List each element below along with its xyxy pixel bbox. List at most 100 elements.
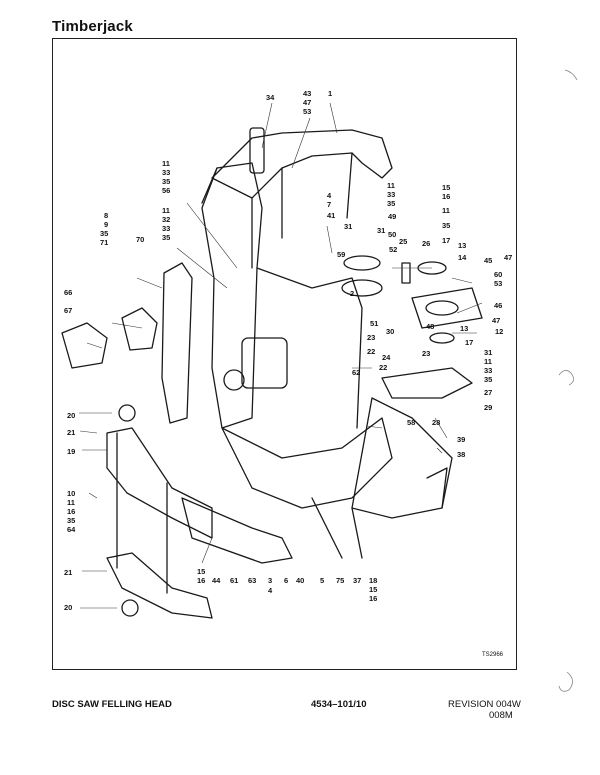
callout-number: 53 <box>494 279 502 288</box>
callout-number: 38 <box>457 450 465 459</box>
callout-number: 16 <box>369 594 377 603</box>
callout-number: 2 <box>350 289 354 298</box>
figure-ref-code: TS2966 <box>482 652 504 658</box>
callout-number: 40 <box>296 576 304 585</box>
callout-number: 53 <box>303 107 311 116</box>
callout-number: 41 <box>327 211 335 220</box>
callout-number: 17 <box>465 338 473 347</box>
callout-number: 37 <box>353 576 361 585</box>
footer-revision: REVISION 004W <box>448 699 521 710</box>
callout-number: 33 <box>484 366 492 375</box>
callout-number: 13 <box>458 241 466 250</box>
callout-number: 60 <box>494 270 502 279</box>
callout-number: 35 <box>387 199 395 208</box>
callout-number: 15 <box>442 183 450 192</box>
callout-number: 16 <box>442 192 450 201</box>
callout-number: 31 <box>484 348 492 357</box>
callout-number: 64 <box>67 525 76 534</box>
scan-edge-marks <box>558 69 578 692</box>
callout-number: 10 <box>67 489 75 498</box>
callout-number: 5 <box>320 576 324 585</box>
footer-title: DISC SAW FELLING HEAD <box>52 699 172 710</box>
callout-number: 50 <box>388 230 396 239</box>
callout-number: 4 <box>327 191 332 200</box>
callout-number: 20 <box>67 411 75 420</box>
callout-number: 29 <box>484 403 492 412</box>
callout-number: 9 <box>104 220 108 229</box>
callout-number: 33 <box>162 168 170 177</box>
callout-number: 16 <box>197 576 205 585</box>
exploded-parts-diagram: 34 43 47 53 1 11 33 35 56 11 32 33 35 8 … <box>61 89 512 658</box>
callout-number: 35 <box>484 375 492 384</box>
callout-number: 22 <box>379 363 387 372</box>
callout-number: 13 <box>460 324 468 333</box>
callout-number: 7 <box>327 200 331 209</box>
callout-number: 27 <box>484 388 492 397</box>
callout-number: 11 <box>162 206 170 215</box>
callout-number: 16 <box>67 507 75 516</box>
callout-number: 35 <box>162 177 170 186</box>
callout-number: 11 <box>442 206 450 215</box>
callout-number: 49 <box>388 212 396 221</box>
callout-number: 47 <box>303 98 311 107</box>
callout-number: 25 <box>399 237 407 246</box>
left-arm <box>106 427 213 539</box>
callout-number: 51 <box>370 319 378 328</box>
motor <box>241 337 288 389</box>
main-frame <box>201 162 263 429</box>
callout-number: 30 <box>386 327 394 336</box>
callout-number: 75 <box>336 576 344 585</box>
callout-number: 22 <box>367 347 375 356</box>
callout-number: 20 <box>64 603 72 612</box>
footer-revision-sub: 008M <box>489 710 513 721</box>
callout-number: 61 <box>230 576 238 585</box>
callout-number: 6 <box>284 576 288 585</box>
callout-number: 48 <box>426 322 434 331</box>
callout-number: 35 <box>67 516 75 525</box>
callout-number: 67 <box>64 306 72 315</box>
callout-number: 35 <box>100 229 108 238</box>
callout-number: 56 <box>162 186 170 195</box>
callout-number: 23 <box>367 333 375 342</box>
lower-arm <box>106 552 213 619</box>
callout-number: 23 <box>422 349 430 358</box>
callout-number: 19 <box>67 447 75 456</box>
callout-number: 70 <box>136 235 144 244</box>
cylinder-pin <box>249 127 265 174</box>
callout-number: 26 <box>422 239 430 248</box>
callout-number: 43 <box>303 89 311 98</box>
callout-number: 46 <box>494 301 502 310</box>
callout-number: 14 <box>458 253 467 262</box>
callout-number: 12 <box>495 327 503 336</box>
callout-number: 4 <box>268 586 273 595</box>
callout-number: 35 <box>442 221 450 230</box>
callout-number: 59 <box>337 250 345 259</box>
callout-number: 31 <box>377 226 385 235</box>
callout-number: 11 <box>162 159 170 168</box>
brand-title: Timberjack <box>52 18 133 35</box>
callout-number: 45 <box>484 256 492 265</box>
saw-housing <box>221 417 393 509</box>
callout-number: 21 <box>64 568 72 577</box>
callout-number: 62 <box>352 368 360 377</box>
figure-frame <box>52 38 517 670</box>
pusher-arm <box>381 367 473 399</box>
callout-number: 8 <box>104 211 108 220</box>
callout-number: 44 <box>212 576 221 585</box>
callout-number: 28 <box>432 418 440 427</box>
callout-number: 15 <box>369 585 377 594</box>
callout-number: 39 <box>457 435 465 444</box>
callout-number: 11 <box>484 357 492 366</box>
callout-number: 24 <box>382 353 391 362</box>
callout-number: 47 <box>492 316 500 325</box>
callout-number: 1 <box>328 89 332 98</box>
callout-number: 34 <box>266 93 275 102</box>
callout-number: 63 <box>248 576 256 585</box>
callout-number: 33 <box>162 224 170 233</box>
callout-number: 58 <box>407 418 415 427</box>
callout-number: 18 <box>369 576 377 585</box>
callout-number: 32 <box>162 215 170 224</box>
callout-number: 3 <box>268 576 272 585</box>
callout-number: 66 <box>64 288 72 297</box>
callout-number: 47 <box>504 253 512 262</box>
